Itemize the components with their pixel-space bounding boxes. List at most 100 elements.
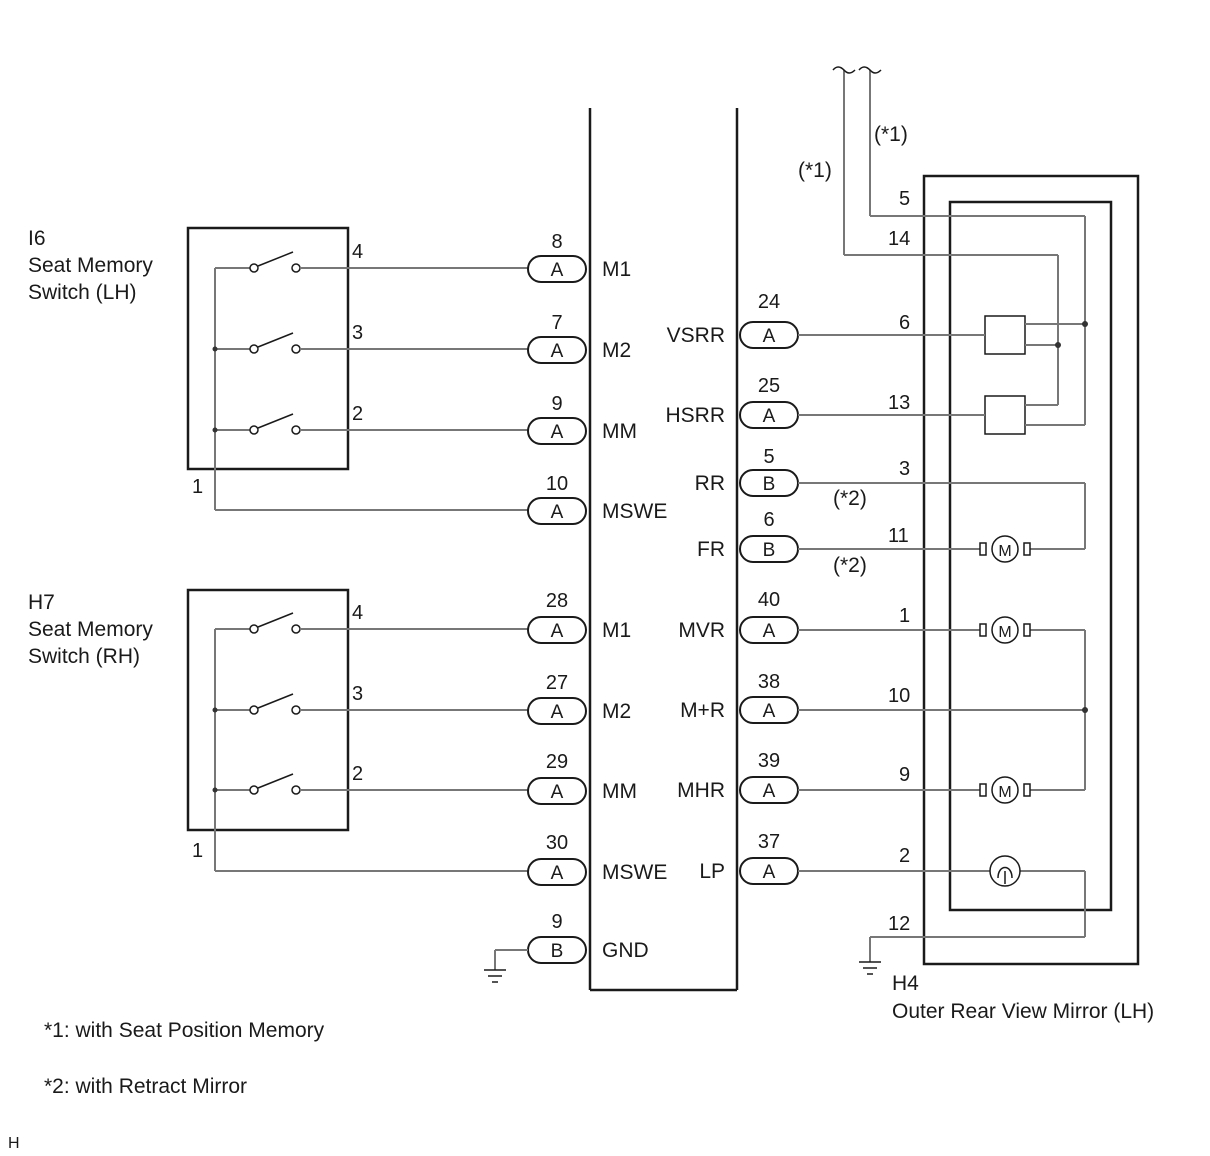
footnote-1: *1: with Seat Position Memory [44, 1019, 325, 1042]
seat-memory-switch-rh: H7 Seat Memory Switch (RH) 4 3 2 1 [28, 588, 528, 872]
switch-icon [249, 693, 301, 715]
svg-text:A: A [551, 863, 564, 884]
i6-name-line1: Seat Memory [28, 254, 153, 277]
terminal-signal: M1 [602, 619, 631, 642]
ecu-terminal: A 29 MM [527, 751, 637, 805]
svg-text:B: B [551, 941, 564, 962]
terminal-signal: LP [699, 860, 725, 883]
svg-text:A: A [763, 326, 776, 347]
switch-icon [249, 773, 301, 795]
terminal-signal: M2 [602, 339, 631, 362]
footnotes: *1: with Seat Position Memory *2: with R… [8, 1019, 325, 1152]
h7-pin-3: 3 [352, 683, 363, 705]
svg-text:A: A [763, 701, 776, 722]
terminal-signal: MVR [678, 619, 725, 642]
switch-icon [249, 612, 301, 634]
terminal-number: 38 [758, 671, 780, 693]
mirror-pin-14: 14 [888, 228, 910, 250]
mirror-pin: 1 [899, 605, 910, 627]
svg-text:A: A [551, 341, 564, 362]
mirror-pin: 3 [899, 458, 910, 480]
horizontal-position-sensor [984, 395, 1026, 435]
i6-code: I6 [28, 227, 46, 250]
vertical-motor-icon: M [979, 616, 1031, 644]
outer-rear-view-mirror-lh: H4 Outer Rear View Mirror (LH) (*1) (*1)… [798, 66, 1154, 1023]
ecu-terminal: A 37 LP [699, 831, 799, 885]
corner-mark: H [8, 1135, 20, 1152]
terminal-signal: FR [697, 538, 725, 561]
i6-pin-1: 1 [192, 476, 203, 498]
svg-text:M: M [998, 784, 1011, 801]
terminal-number: 29 [546, 751, 568, 773]
terminal-number: 8 [551, 231, 562, 253]
mirror-pin-12: 12 [888, 913, 910, 935]
star1-right: (*1) [874, 123, 908, 146]
ground-icon [859, 961, 881, 975]
svg-text:A: A [763, 781, 776, 802]
svg-text:B: B [763, 474, 776, 495]
terminal-signal: HSRR [665, 404, 725, 427]
ecu-terminal: A 38 M+R [680, 671, 799, 724]
terminal-signal: MM [602, 420, 637, 443]
terminal-number: 27 [546, 672, 568, 694]
terminal-signal: VSRR [667, 324, 725, 347]
ecu-right-connectors: A 24 VSRR A 25 HSRR B 5 RR B 6 FR A [665, 291, 799, 885]
h7-pin-1: 1 [192, 840, 203, 862]
terminal-number: 28 [546, 590, 568, 612]
ground-icon [484, 969, 506, 983]
h7-name-line2: Switch (RH) [28, 645, 140, 668]
ecu-terminal: B 9 GND [527, 911, 649, 964]
ecu-terminal: B 6 FR [697, 509, 799, 563]
mirror-pin-5: 5 [899, 188, 910, 210]
h4-name: Outer Rear View Mirror (LH) [892, 1000, 1154, 1023]
terminal-number: 9 [551, 911, 562, 933]
terminal-signal: MSWE [602, 500, 667, 523]
terminal-signal: MSWE [602, 861, 667, 884]
svg-text:M: M [998, 624, 1011, 641]
terminal-number: 6 [763, 509, 774, 531]
terminal-signal: GND [602, 939, 649, 962]
i6-pin-4: 4 [352, 241, 363, 263]
i6-pin-2: 2 [352, 403, 363, 425]
terminal-number: 10 [546, 473, 568, 495]
terminal-signal: MHR [677, 779, 725, 802]
vertical-position-sensor [984, 315, 1026, 355]
star2-fr: (*2) [833, 554, 867, 577]
retract-motor-icon: M [979, 535, 1031, 563]
ecu-terminal: A 27 M2 [527, 672, 631, 725]
mirror-outer-box [922, 174, 1140, 966]
ecu-terminal: A 30 MSWE [527, 832, 667, 886]
h7-code: H7 [28, 591, 55, 614]
i6-name-line2: Switch (LH) [28, 281, 137, 304]
h7-pin-4: 4 [352, 602, 363, 624]
terminal-number: 25 [758, 375, 780, 397]
svg-text:B: B [763, 540, 776, 561]
horizontal-motor-icon: M [979, 776, 1031, 804]
h7-name-line1: Seat Memory [28, 618, 153, 641]
terminal-number: 30 [546, 832, 568, 854]
terminal-number: 9 [551, 393, 562, 415]
mirror-pin: 2 [899, 845, 910, 867]
star2-rr: (*2) [833, 487, 867, 510]
mirror-pin: 10 [888, 685, 910, 707]
ecu-terminal: B 5 RR [695, 446, 799, 497]
svg-text:A: A [551, 260, 564, 281]
svg-text:A: A [763, 406, 776, 427]
terminal-signal: M+R [680, 699, 725, 722]
terminal-signal: M2 [602, 700, 631, 723]
switch-icon [249, 413, 301, 435]
mirror-pin: 6 [899, 312, 910, 334]
ecu-terminal: A 10 MSWE [527, 473, 667, 525]
terminal-signal: MM [602, 780, 637, 803]
lamp-icon [989, 855, 1021, 887]
terminal-signal: RR [695, 472, 725, 495]
terminal-number: 7 [551, 312, 562, 334]
i6-pin-3: 3 [352, 322, 363, 344]
mirror-pin: 13 [888, 392, 910, 414]
svg-text:A: A [551, 502, 564, 523]
svg-text:A: A [763, 862, 776, 883]
svg-text:A: A [551, 422, 564, 443]
footnote-2: *2: with Retract Mirror [44, 1075, 247, 1098]
terminal-signal: M1 [602, 258, 631, 281]
